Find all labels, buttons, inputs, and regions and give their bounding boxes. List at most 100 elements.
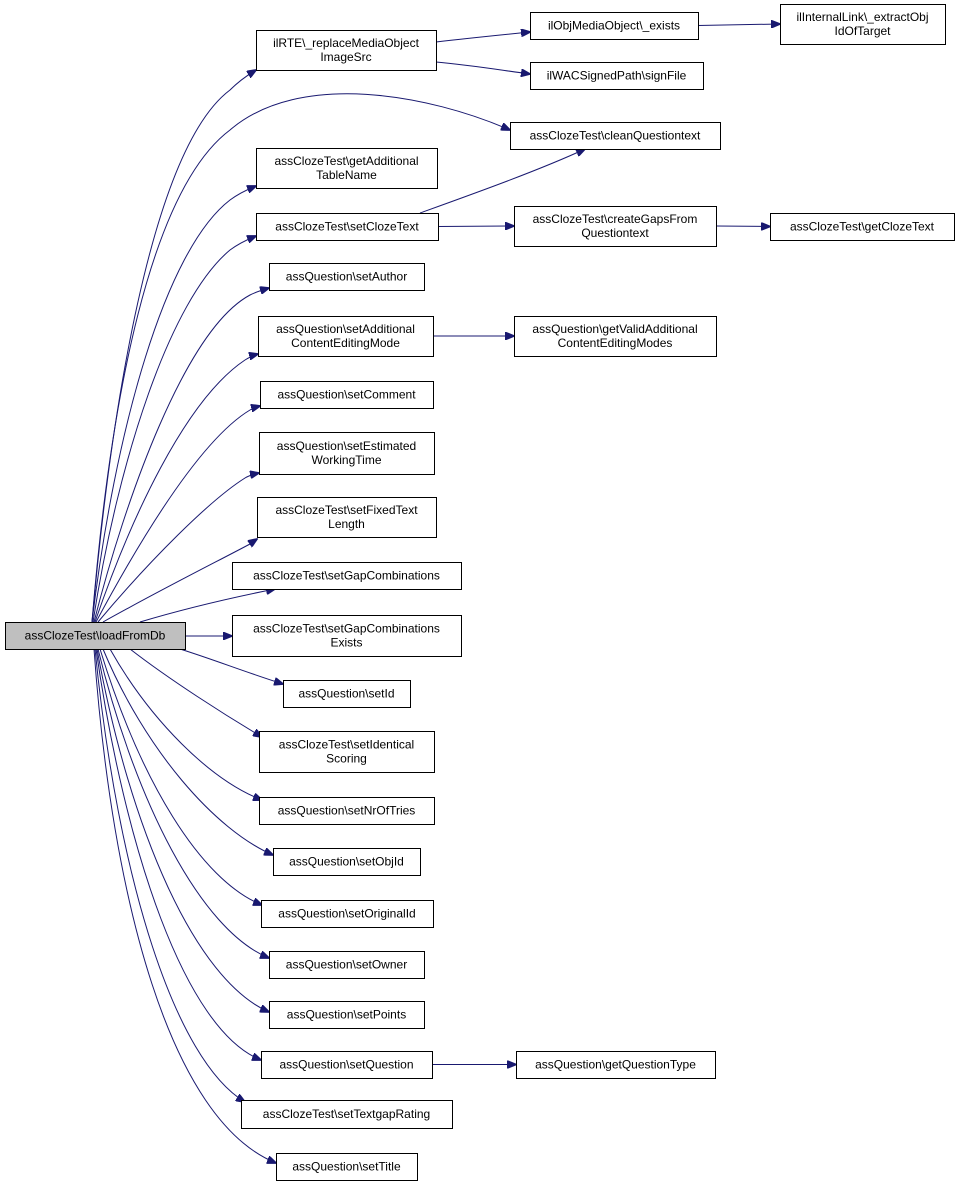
node-label: TableName: [316, 168, 377, 182]
edge-createGaps-to-getClozeText: [715, 226, 770, 227]
node-root[interactable]: assClozeTest\loadFromDb: [5, 622, 186, 650]
node-setObjId[interactable]: assQuestion\setObjId: [273, 848, 421, 876]
edge-setClozeText-to-createGaps: [437, 226, 514, 227]
node-box: [256, 213, 439, 241]
node-setPoints[interactable]: assQuestion\setPoints: [269, 1001, 425, 1029]
node-box: [510, 122, 721, 150]
node-label: assClozeTest\setFixedText: [275, 503, 418, 517]
node-label: assQuestion\setId: [298, 687, 394, 701]
node-box: [770, 213, 955, 241]
node-box: [241, 1100, 453, 1129]
node-label: ilObjMediaObject\_exists: [548, 19, 680, 33]
edge-root-to-setQuestion: [95, 648, 261, 1060]
edge-root-to-setOwner: [97, 648, 269, 958]
node-label: assQuestion\setPoints: [287, 1008, 406, 1022]
node-getClozeText[interactable]: assClozeTest\getClozeText: [770, 213, 955, 241]
node-label: Length: [328, 517, 365, 531]
node-label: assQuestion\setNrOfTries: [278, 804, 416, 818]
edge-root-to-setGapCombinations: [139, 589, 275, 623]
node-box: [259, 731, 435, 773]
node-label: assClozeTest\createGapsFrom: [533, 212, 698, 226]
node-setTitle[interactable]: assQuestion\setTitle: [276, 1153, 418, 1181]
node-label: IdOfTarget: [834, 24, 891, 38]
edge-root-to-setAdditionalContent: [94, 354, 258, 623]
node-box: [269, 263, 425, 291]
edge-root-to-setAuthor: [93, 288, 269, 623]
node-cleanQuestiontext[interactable]: assClozeTest\cleanQuestiontext: [510, 122, 721, 150]
edge-root-to-setNrOfTries: [109, 648, 262, 800]
node-box: [260, 381, 434, 409]
node-setComment[interactable]: assQuestion\setComment: [260, 381, 434, 409]
node-box: [276, 1153, 418, 1181]
edge-root-to-setComment: [95, 406, 260, 623]
node-label: WorkingTime: [311, 453, 381, 467]
node-label: ilRTE\_replaceMediaObject: [273, 36, 420, 50]
edge-root-to-setEstimated: [97, 473, 259, 623]
node-box: [273, 848, 421, 876]
node-label: assClozeTest\setGapCombinations: [253, 622, 440, 636]
node-label: assQuestion\setEstimated: [277, 439, 416, 453]
node-setQuestion[interactable]: assQuestion\setQuestion: [261, 1051, 433, 1079]
node-box: [232, 615, 462, 657]
node-signFile[interactable]: ilWACSignedPath\signFile: [530, 62, 704, 90]
node-setOwner[interactable]: assQuestion\setOwner: [269, 951, 425, 979]
node-label: assClozeTest\getClozeText: [790, 220, 935, 234]
node-setId[interactable]: assQuestion\setId: [283, 680, 411, 708]
node-label: assClozeTest\setIdentical: [279, 738, 414, 752]
node-box: [269, 951, 425, 979]
node-box: [780, 4, 946, 45]
node-setOriginalId[interactable]: assQuestion\setOriginalId: [261, 900, 434, 928]
node-box: [259, 797, 435, 825]
edge-root-to-getAdditionalTableName: [91, 186, 256, 623]
nodes-layer: assClozeTest\loadFromDb ilRTE\_replaceMed…: [5, 4, 955, 1181]
edge-root-to-setTextgapRating: [94, 648, 245, 1102]
edge-root-to-setFixedText: [102, 539, 257, 623]
node-box: [514, 316, 717, 357]
node-setGapCombinations[interactable]: assClozeTest\setGapCombinations: [232, 562, 462, 590]
node-label: assQuestion\setTitle: [292, 1160, 401, 1174]
node-setTextgapRating[interactable]: assClozeTest\setTextgapRating: [241, 1100, 453, 1129]
node-box: [256, 148, 438, 189]
node-setNrOfTries[interactable]: assQuestion\setNrOfTries: [259, 797, 435, 825]
node-label: assQuestion\getQuestionType: [535, 1058, 696, 1072]
node-getQuestionType[interactable]: assQuestion\getQuestionType: [516, 1051, 716, 1079]
node-label: assClozeTest\getAdditional: [274, 154, 418, 168]
edge-objMediaExists-to-extractObj: [697, 24, 780, 26]
node-label: assQuestion\setAuthor: [286, 270, 407, 284]
node-label: assClozeTest\loadFromDb: [25, 629, 166, 643]
node-label: assQuestion\setQuestion: [279, 1058, 413, 1072]
node-label: assQuestion\setComment: [277, 388, 416, 402]
node-label: assClozeTest\setGapCombinations: [253, 569, 440, 583]
node-setAdditionalContent[interactable]: assQuestion\setAdditionalContentEditingM…: [258, 316, 434, 357]
node-box: [516, 1051, 716, 1079]
node-label: assClozeTest\setTextgapRating: [263, 1107, 430, 1121]
node-getValidAdditional[interactable]: assQuestion\getValidAdditionalContentEdi…: [514, 316, 717, 357]
node-label: assQuestion\setObjId: [289, 855, 404, 869]
node-label: assQuestion\setOriginalId: [278, 907, 415, 921]
node-label: assQuestion\getValidAdditional: [532, 322, 697, 336]
node-label: assQuestion\setAdditional: [276, 322, 415, 336]
edge-replaceMedia-to-signFile: [435, 61, 530, 74]
node-box: [269, 1001, 425, 1029]
node-box: [232, 562, 462, 590]
node-label: ilWACSignedPath\signFile: [547, 69, 687, 83]
node-objMediaExists[interactable]: ilObjMediaObject\_exists: [530, 12, 699, 40]
edge-root-to-setObjId: [102, 648, 273, 855]
node-setClozeText[interactable]: assClozeTest\setClozeText: [256, 213, 439, 241]
node-setAuthor[interactable]: assQuestion\setAuthor: [269, 263, 425, 291]
edge-root-to-setClozeText: [92, 236, 256, 623]
node-label: assClozeTest\cleanQuestiontext: [530, 129, 701, 143]
node-box: [5, 622, 186, 650]
edge-setClozeText-to-cleanQuestiontext: [419, 149, 585, 214]
node-label: ContentEditingModes: [558, 336, 673, 350]
edge-root-to-cleanQuestiontext: [91, 93, 510, 623]
